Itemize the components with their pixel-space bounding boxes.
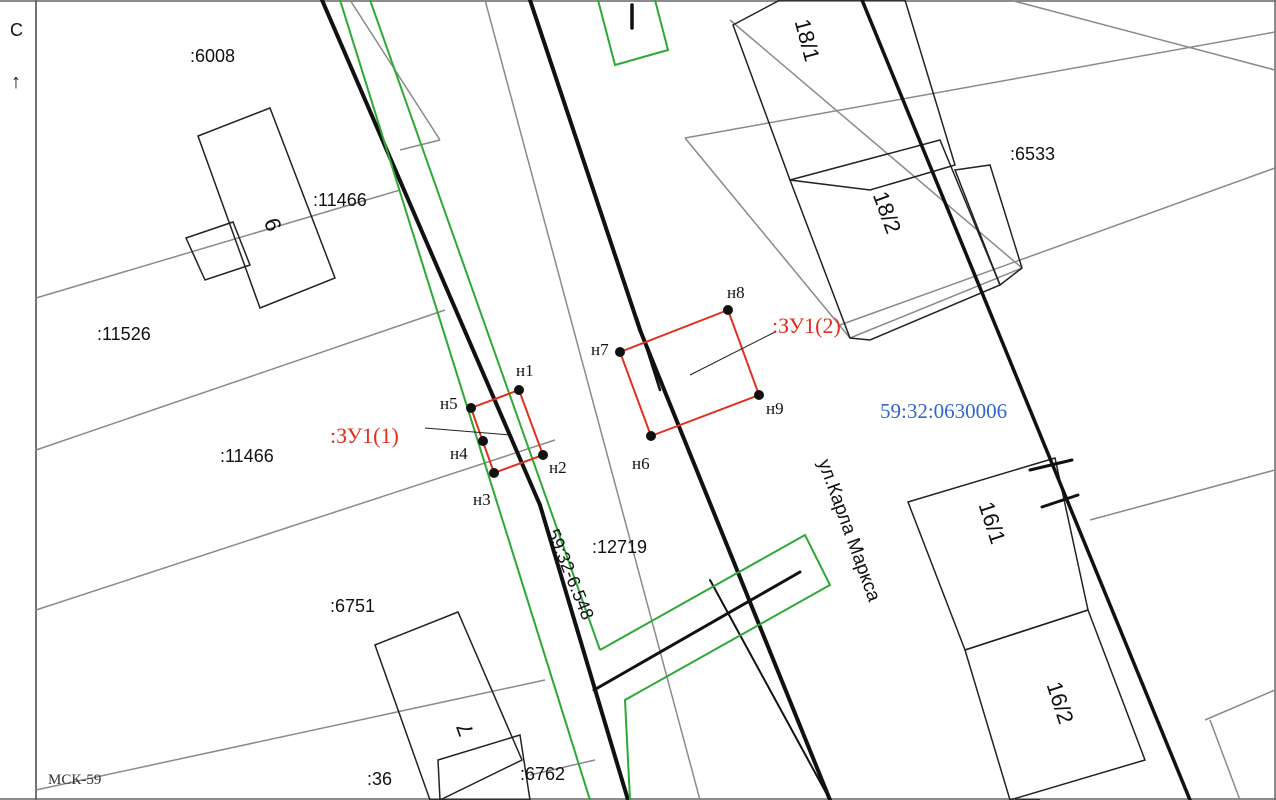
parcel-boundaries <box>35 0 1276 800</box>
parcel-label: :11526 <box>97 324 151 344</box>
building-7 <box>374 611 523 800</box>
new-parcel-label-2: :ЗУ1(2) <box>772 313 841 338</box>
green-zones <box>339 0 832 800</box>
point-label-n8: н8 <box>727 283 745 302</box>
parcel-label: :12719 <box>592 537 647 557</box>
parcel-label: :6008 <box>190 46 235 66</box>
parcel-label: :6533 <box>1010 144 1055 164</box>
quarter-number: 59:32:0630006 <box>880 399 1007 423</box>
north-arrow-icon: ↑ <box>11 71 21 93</box>
point-label-n3: н3 <box>473 490 491 509</box>
north-letter: С <box>10 20 23 40</box>
point-label-n1: н1 <box>516 361 534 380</box>
point-label-n2: н2 <box>549 458 567 477</box>
boundary-points <box>466 305 764 478</box>
parcel-label: :6762 <box>520 764 565 784</box>
new-parcel-label-1: :ЗУ1(1) <box>330 423 399 448</box>
parcel-label: :36 <box>367 769 392 789</box>
point-label-n7: н7 <box>591 340 609 359</box>
building-9 <box>197 107 336 309</box>
point-label-n6: н6 <box>632 454 650 473</box>
parcel-label: :11466 <box>313 190 367 210</box>
road-lines <box>320 0 1192 800</box>
crs-label: МСК-59 <box>48 772 101 788</box>
parcel-label: :11466 <box>220 446 274 466</box>
point-label-n5: н5 <box>440 394 458 413</box>
point-label-n9: н9 <box>766 399 784 418</box>
point-label-n4: н4 <box>450 444 468 463</box>
parcel-label: :6751 <box>330 596 375 616</box>
building-outlines <box>184 0 1146 800</box>
